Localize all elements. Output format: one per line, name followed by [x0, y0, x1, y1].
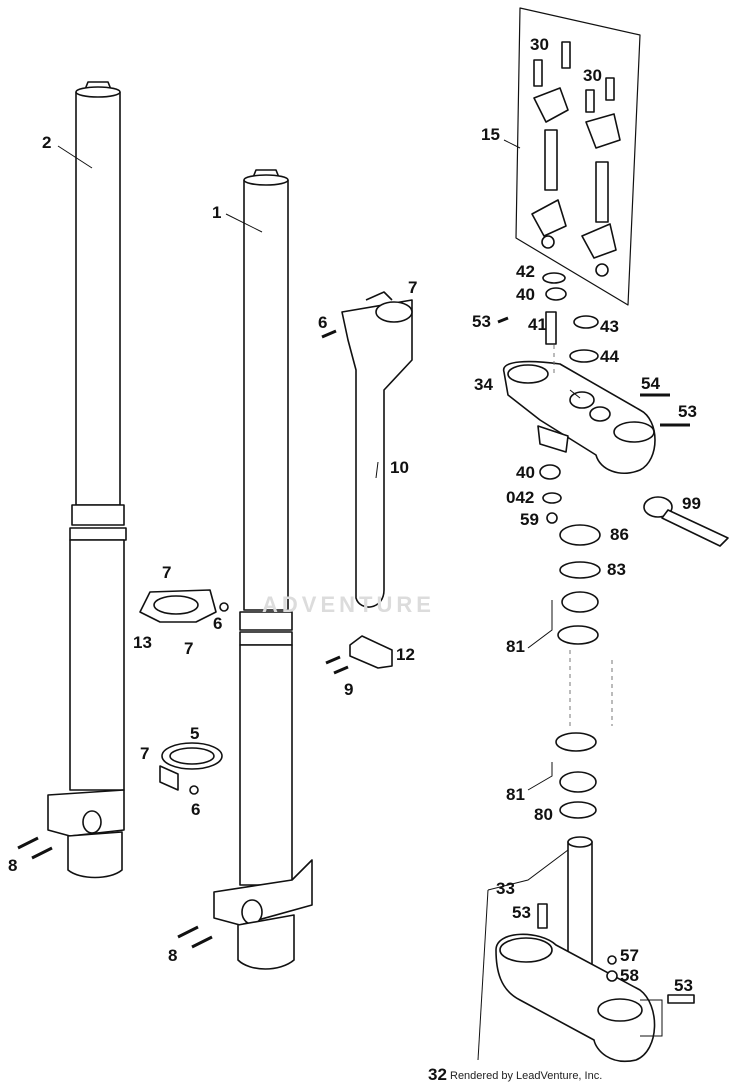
callout-label: 30 — [583, 66, 602, 85]
callout-label: 8 — [168, 946, 178, 965]
callout-label: 44 — [600, 347, 619, 366]
clamp-5 — [159, 742, 223, 795]
callout-label: 12 — [396, 645, 415, 664]
callout-label: 1 — [212, 203, 222, 222]
callout-label: 99 — [682, 494, 701, 513]
clamp-13 — [139, 589, 229, 623]
callout-label: 7 — [408, 278, 418, 297]
callout-label: 58 — [620, 966, 639, 985]
callout-label: 13 — [133, 633, 152, 652]
callout-label: 40 — [516, 285, 535, 304]
callout-label: 10 — [390, 458, 409, 477]
callout-label: 53 — [512, 903, 531, 922]
top-clamp-kit-15 — [515, 7, 641, 306]
callout-label: 30 — [530, 35, 549, 54]
callout-label: 81 — [506, 785, 525, 804]
callout-label: 53 — [678, 402, 697, 421]
callout-label: 34 — [474, 375, 493, 394]
upper-triple-clamp-34 — [503, 360, 656, 474]
callout-label: 40 — [516, 463, 535, 482]
callout-label: 53 — [674, 976, 693, 995]
leader-lines — [57, 139, 663, 1061]
callout-label: 54 — [641, 374, 660, 393]
callout-label: 9 — [344, 680, 354, 699]
callout-label: 6 — [191, 800, 201, 819]
fork-tube-2 — [47, 81, 127, 879]
callout-label: 15 — [481, 125, 500, 144]
callout-label: 53 — [472, 312, 491, 331]
callout-label: 6 — [318, 313, 328, 332]
callout-label: 32 — [428, 1065, 447, 1084]
callout-label: 43 — [600, 317, 619, 336]
callout-label: 86 — [610, 525, 629, 544]
callout-label: 042 — [506, 488, 535, 507]
callout-label: 81 — [506, 637, 525, 656]
callout-label: 41 — [528, 315, 547, 334]
bracket-12 — [349, 635, 393, 669]
steering-hardware — [539, 272, 601, 819]
callout-label: 83 — [607, 560, 626, 579]
fork-tube-1 — [213, 169, 313, 970]
callout-label: 80 — [534, 805, 553, 824]
callout-label: 6 — [213, 614, 223, 633]
bolts-8 — [17, 316, 690, 949]
wrench-99 — [643, 496, 729, 547]
dashed-center-line — [553, 345, 613, 730]
callout-label: 2 — [42, 133, 52, 152]
callout-label: 7 — [184, 639, 194, 658]
callout-label: 7 — [140, 744, 150, 763]
callout-label: 57 — [620, 946, 639, 965]
callout-label: 8 — [8, 856, 18, 875]
callout-label: 59 — [520, 510, 539, 529]
callout-label: 42 — [516, 262, 535, 281]
watermark: ADVENTURE — [262, 592, 435, 617]
callout-label: 33 — [496, 879, 515, 898]
fork-guard-10 — [341, 291, 413, 608]
lower-triple-clamp-32 — [495, 836, 695, 1063]
callout-label: 7 — [162, 563, 172, 582]
credit-text: Rendered by LeadVenture, Inc. — [450, 1070, 603, 1082]
callout-label: 5 — [190, 724, 200, 743]
